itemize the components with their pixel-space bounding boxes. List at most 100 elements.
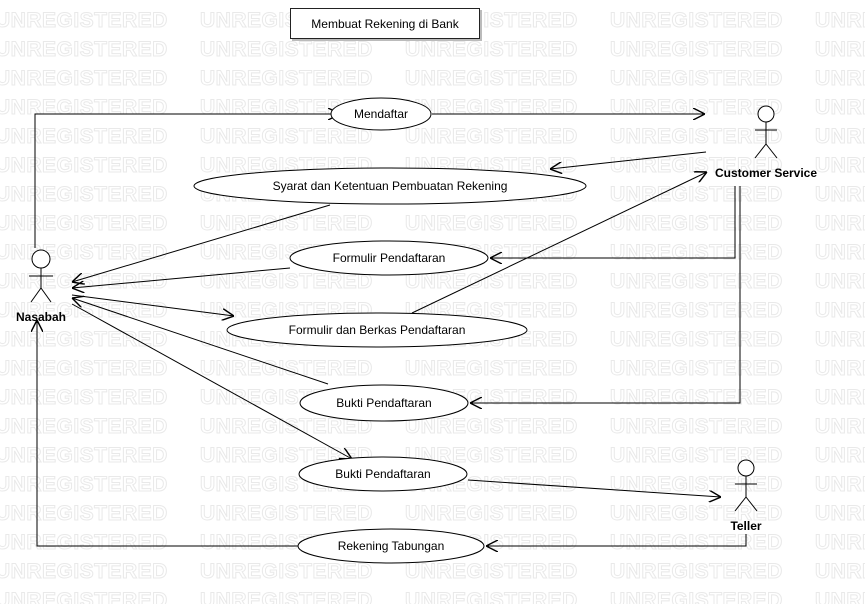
watermark-text: UNREGISTERED <box>610 502 783 525</box>
connector-bukti-teller <box>467 479 721 497</box>
watermark-text: UNREGISTERED <box>610 125 783 148</box>
watermark-text: UNREGISTERED <box>815 357 865 380</box>
use-case-label: Formulir dan Berkas Pendaftaran <box>289 323 466 337</box>
actor-teller[interactable]: Teller <box>730 459 762 533</box>
connector-rekening-nasabah <box>37 320 298 547</box>
connector-syarat-nasabah <box>72 204 331 282</box>
connector-teller-rekening <box>486 534 747 546</box>
watermark-text: UNREGISTERED <box>405 415 578 438</box>
watermark-text: UNREGISTERED <box>200 212 373 235</box>
watermark-text: UNREGISTERED <box>610 531 783 554</box>
watermark-text: UNREGISTERED <box>200 38 373 61</box>
watermark-text: UNREGISTERED <box>610 328 783 351</box>
watermark-text: UNREGISTERED <box>815 473 865 496</box>
watermark-text: UNREGISTERED <box>610 444 783 467</box>
connector-nasabah-mendaftar <box>34 114 340 248</box>
use-case-label: Mendaftar <box>354 107 408 121</box>
connector-berkas-cs <box>411 172 707 314</box>
diagram-title: Membuat Rekening di Bank <box>290 8 480 39</box>
stick-figure-icon <box>29 249 53 303</box>
watermark-text: UNREGISTERED <box>0 357 168 380</box>
watermark-text: UNREGISTERED <box>610 560 783 583</box>
watermark-text: UNREGISTERED <box>815 560 865 583</box>
watermark-text: UNREGISTERED <box>610 357 783 380</box>
connector-nasabah-berkas <box>71 294 234 316</box>
watermark-text: UNREGISTERED <box>405 560 578 583</box>
watermark-text: UNREGISTERED <box>405 357 578 380</box>
watermark-text: UNREGISTERED <box>815 125 865 148</box>
watermark-text: UNREGISTERED <box>200 67 373 90</box>
watermark-text: UNREGISTERED <box>0 154 168 177</box>
watermark-text: UNREGISTERED <box>405 125 578 148</box>
watermark-text: UNREGISTERED <box>0 67 168 90</box>
watermark-text: UNREGISTERED <box>0 531 168 554</box>
use-case-label: Formulir Pendaftaran <box>333 251 446 265</box>
use-case-bukti-pendaftaran-cs[interactable]: Bukti Pendaftaran <box>299 384 469 422</box>
watermark-text: UNREGISTERED <box>815 183 865 206</box>
watermark-text: UNREGISTERED <box>610 67 783 90</box>
use-case-formulir[interactable]: Formulir Pendaftaran <box>289 240 489 276</box>
watermark-text: UNREGISTERED <box>200 502 373 525</box>
use-case-label: Syarat dan Ketentuan Pembuatan Rekening <box>273 179 508 193</box>
use-case-label: Bukti Pendaftaran <box>336 396 431 410</box>
watermark-text: UNREGISTERED <box>0 241 168 264</box>
actor-customer-service[interactable]: Customer Service <box>715 105 817 180</box>
watermark-text: UNREGISTERED <box>0 560 168 583</box>
use-case-label: Rekening Tabungan <box>338 539 445 553</box>
watermark-text: UNREGISTERED <box>815 38 865 61</box>
watermark-text: UNREGISTERED <box>405 502 578 525</box>
use-case-rekening-tabungan[interactable]: Rekening Tabungan <box>297 528 485 564</box>
watermark-text: UNREGISTERED <box>405 67 578 90</box>
watermark-text: UNREGISTERED <box>200 125 373 148</box>
watermark-text: UNREGISTERED <box>815 531 865 554</box>
watermark-text: UNREGISTERED <box>610 299 783 322</box>
watermark-text: UNREGISTERED <box>815 154 865 177</box>
stick-figure-icon <box>734 459 758 512</box>
connector-bukti-nasabah <box>72 298 329 385</box>
watermark-text: UNREGISTERED <box>815 299 865 322</box>
watermark-text: UNREGISTERED <box>405 589 578 604</box>
watermark-text: UNREGISTERED <box>815 67 865 90</box>
connector-formulir-nasabah <box>72 267 291 288</box>
watermark-text: UNREGISTERED <box>0 212 168 235</box>
connector-cs-bukti <box>470 186 741 403</box>
watermark-text: UNREGISTERED <box>0 502 168 525</box>
watermark-text: UNREGISTERED <box>815 270 865 293</box>
actor-nasabah[interactable]: Nasabah <box>16 249 66 324</box>
watermark-text: UNREGISTERED <box>0 589 168 604</box>
use-case-mendaftar[interactable]: Mendaftar <box>330 97 432 131</box>
watermark-text: UNREGISTERED <box>815 502 865 525</box>
watermark-text: UNREGISTERED <box>610 183 783 206</box>
actor-label: Teller <box>730 519 761 533</box>
watermark-text: UNREGISTERED <box>200 357 373 380</box>
watermark-text: UNREGISTERED <box>815 386 865 409</box>
watermark-text: UNREGISTERED <box>610 241 783 264</box>
watermark-text: UNREGISTERED <box>815 96 865 119</box>
watermark-text: UNREGISTERED <box>0 9 168 32</box>
watermark-text: UNREGISTERED <box>815 444 865 467</box>
actor-label: Customer Service <box>715 166 817 180</box>
watermark-text: UNREGISTERED <box>610 386 783 409</box>
use-case-bukti-pendaftaran-teller[interactable]: Bukti Pendaftaran <box>298 456 468 492</box>
connector-cs-syarat <box>550 151 707 169</box>
watermark-text: UNREGISTERED <box>815 212 865 235</box>
watermark-text: UNREGISTERED <box>0 96 168 119</box>
use-case-label: Bukti Pendaftaran <box>335 467 430 481</box>
use-case-formulir-berkas[interactable]: Formulir dan Berkas Pendaftaran <box>226 312 528 348</box>
watermark-text: UNREGISTERED <box>610 415 783 438</box>
watermark-text: UNREGISTERED <box>0 444 168 467</box>
watermark-text: UNREGISTERED <box>405 212 578 235</box>
watermark-text: UNREGISTERED <box>815 328 865 351</box>
watermark-text: UNREGISTERED <box>610 270 783 293</box>
use-case-syarat[interactable]: Syarat dan Ketentuan Pembuatan Rekening <box>193 167 587 205</box>
watermark-text: UNREGISTERED <box>815 9 865 32</box>
watermark-text: UNREGISTERED <box>0 328 168 351</box>
connector-nasabah-bukti-teller <box>71 303 352 459</box>
watermark-text: UNREGISTERED <box>0 473 168 496</box>
watermark-text: UNREGISTERED <box>0 386 168 409</box>
watermark-text: UNREGISTERED <box>815 589 865 604</box>
watermark-text: UNREGISTERED <box>0 415 168 438</box>
actor-label: Nasabah <box>16 310 66 324</box>
